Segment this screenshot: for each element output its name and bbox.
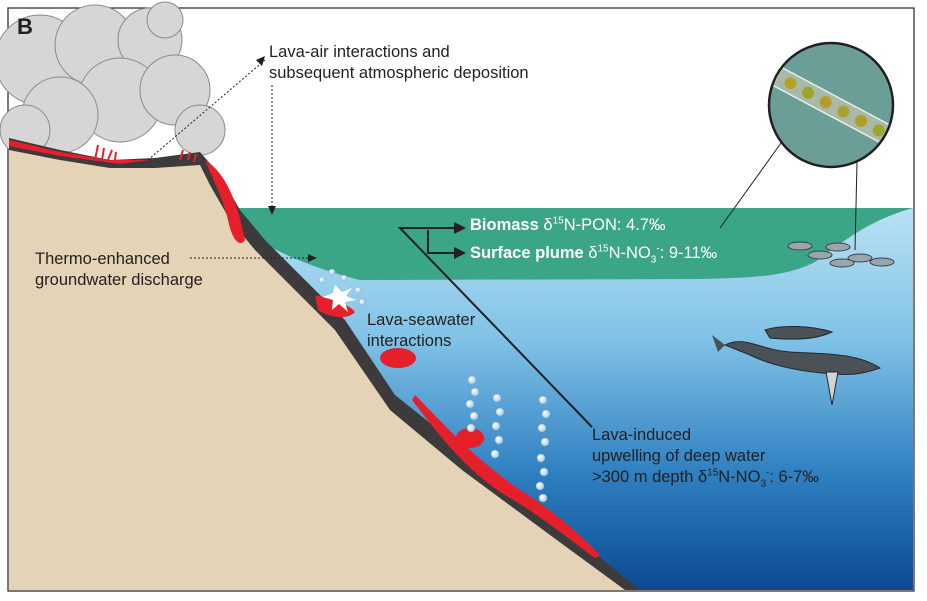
surface-plume-layer — [215, 208, 913, 280]
depth-sup: 15 — [707, 467, 719, 479]
depth-supm: - — [766, 467, 770, 479]
lava-sea-line1: Lava-seawater — [367, 311, 476, 329]
ocean — [195, 208, 913, 590]
upwelling-label: Lava-induced upwelling of deep water >30… — [592, 425, 819, 490]
steam-burst-icon — [323, 285, 356, 312]
lava-air-label: Lava-air interactions and subsequent atm… — [269, 42, 529, 84]
depth-isotope-label: >300 m depth δ15N-NO3-: 6-7‰ — [592, 467, 819, 490]
plume-mid: N-NO — [608, 244, 651, 262]
depth-mid: N-NO — [718, 468, 761, 486]
lava-air-line1: Lava-air interactions and — [269, 43, 450, 61]
biomass-delta: δ — [538, 216, 553, 234]
lava-seawater-label: Lava-seawater interactions — [367, 310, 475, 352]
lava-air-line2: subsequent atmospheric deposition — [269, 64, 529, 82]
upwelling-line1: Lava-induced — [592, 426, 692, 444]
arrowheads — [256, 56, 317, 262]
depth-value: : 6-7‰ — [769, 468, 819, 486]
lava-flames — [94, 144, 197, 163]
volcanic-plume-icon — [0, 1, 226, 156]
thermo-line1: Thermo-enhanced — [35, 250, 170, 268]
plume-sup: 15 — [597, 243, 609, 255]
depth-prefix: >300 m depth δ — [592, 468, 708, 486]
thermo-line2: groundwater discharge — [35, 271, 203, 289]
biomass-bold: Biomass — [470, 216, 539, 234]
plume-value: : 9-11‰ — [659, 244, 718, 262]
biomass-sup: 15 — [552, 215, 564, 227]
surface-plume-label: Surface plume δ15N-NO3-: 9-11‰ — [470, 243, 718, 266]
upwelling-arrows — [397, 227, 593, 428]
plume-bold: Surface plume — [470, 244, 584, 262]
biomass-label: Biomass δ15N-PON: 4.7‰ — [470, 215, 665, 236]
thermo-label: Thermo-enhanced groundwater discharge — [35, 249, 203, 291]
upwelling-line2: upwelling of deep water — [592, 447, 766, 465]
panel-letter: B — [17, 14, 33, 39]
bubbles-icon — [318, 268, 551, 503]
biomass-rest: N-PON: 4.7‰ — [563, 216, 666, 234]
depth-sub: 3 — [760, 478, 766, 490]
dotted-arrows — [147, 59, 310, 259]
lava-sea-line2: interactions — [367, 332, 452, 350]
fish-school-icon — [787, 241, 895, 268]
plume-delta: δ — [583, 244, 598, 262]
plume-supm: - — [656, 243, 660, 255]
humpback-whale-icon — [712, 325, 882, 406]
diatom-micrograph-icon — [719, 41, 895, 251]
upwelling-arrowheads — [454, 222, 466, 259]
land — [9, 145, 640, 590]
plume-sub: 3 — [650, 254, 657, 266]
